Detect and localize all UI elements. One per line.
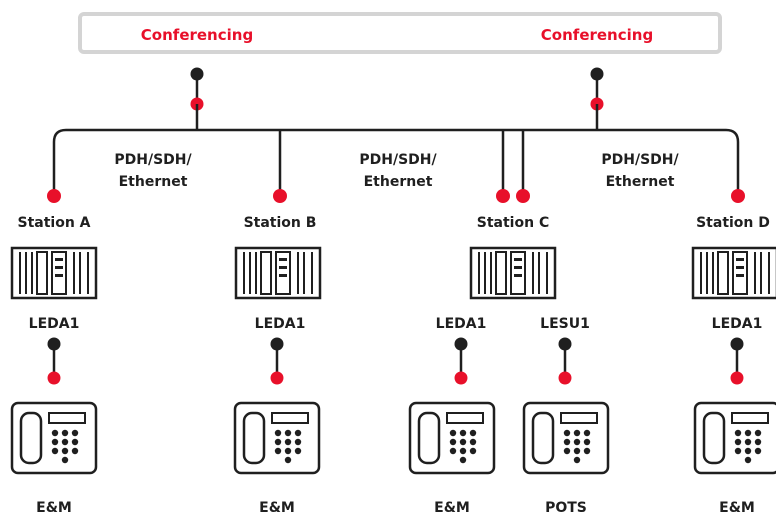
network-label-1-line2: Ethernet (119, 174, 188, 190)
station-c-label: Station C (477, 215, 549, 231)
network-node-c-2 (516, 189, 530, 203)
network-backbone (52, 128, 740, 196)
phone-connector-d (730, 337, 744, 385)
station-b-label: Station B (244, 215, 317, 231)
network-label-2-line1: PDH/SDH/ (359, 152, 437, 168)
telephone-icon (522, 401, 610, 475)
network-label-1-line1: PDH/SDH/ (114, 152, 192, 168)
telephone-icon (408, 401, 496, 475)
conferencing-label-left: Conferencing (141, 26, 253, 44)
network-label-3-line1: PDH/SDH/ (601, 152, 679, 168)
conference-connector-right (590, 67, 604, 130)
module-label-c-2: LESU1 (540, 316, 590, 332)
module-label-a: LEDA1 (29, 316, 80, 332)
phone-connector-a (47, 337, 61, 385)
rack-unit-icon (234, 246, 322, 300)
telephone-icon (693, 401, 776, 475)
phone-type-c-2: POTS (545, 500, 587, 516)
rack-unit-icon (691, 246, 776, 300)
conferencing-label-right: Conferencing (541, 26, 653, 44)
network-label-2-line2: Ethernet (364, 174, 433, 190)
module-label-d: LEDA1 (712, 316, 763, 332)
telephone-icon (10, 401, 98, 475)
network-node-a (47, 189, 61, 203)
phone-type-d: E&M (719, 500, 755, 516)
network-node-d (731, 189, 745, 203)
module-label-b: LEDA1 (255, 316, 306, 332)
conference-connector-left (190, 67, 204, 130)
network-label-3-line2: Ethernet (606, 174, 675, 190)
module-label-c-1: LEDA1 (436, 316, 487, 332)
phone-type-a: E&M (36, 500, 72, 516)
phone-connector-b (270, 337, 284, 385)
network-node-c-1 (496, 189, 510, 203)
phone-type-c-1: E&M (434, 500, 470, 516)
network-node-b (273, 189, 287, 203)
telephone-icon (233, 401, 321, 475)
conference-bar (78, 12, 722, 54)
phone-type-b: E&M (259, 500, 295, 516)
rack-unit-icon (469, 246, 557, 300)
station-d-label: Station D (696, 215, 770, 231)
phone-connector-c-1 (454, 337, 468, 385)
phone-connector-c-2 (558, 337, 572, 385)
rack-unit-icon (10, 246, 98, 300)
station-a-label: Station A (17, 215, 90, 231)
